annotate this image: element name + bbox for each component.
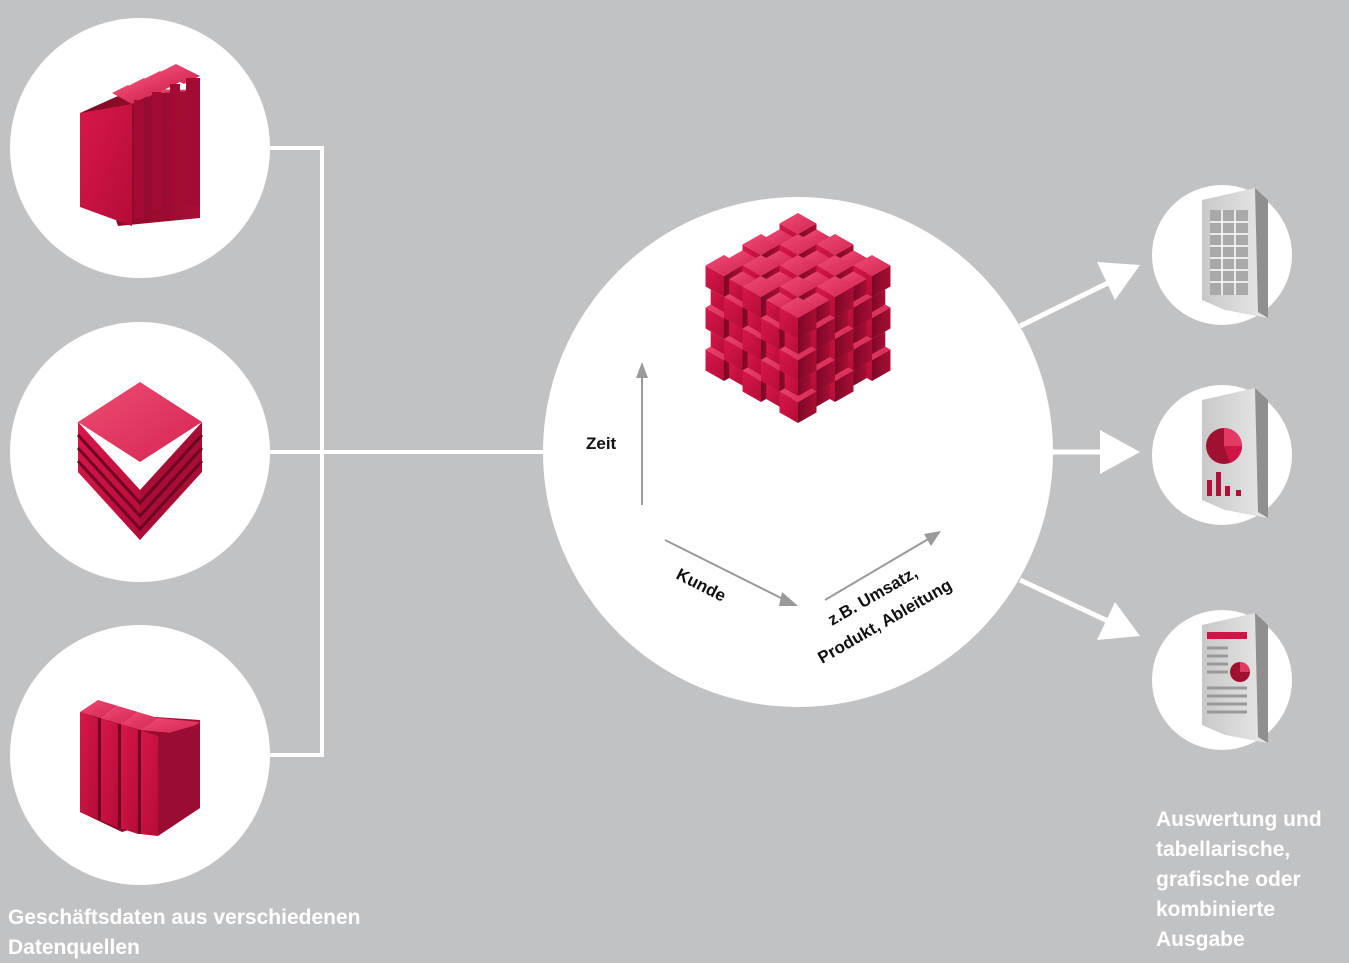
- cube-axes: [636, 362, 941, 606]
- cube-cell: [779, 297, 817, 339]
- output-arrows: [1018, 262, 1140, 640]
- data-cube-icon: [705, 213, 891, 423]
- output-circle-2: [1152, 385, 1292, 525]
- source-circle-1: [10, 18, 270, 278]
- sources-caption: Geschäftsdaten aus verschiedenen Datenqu…: [8, 906, 361, 959]
- output-circle-3: [1152, 610, 1292, 750]
- report-document-icon: [1202, 613, 1268, 743]
- source-connectors: [265, 146, 548, 757]
- stacked-layers-cube-icon: [76, 382, 204, 540]
- source-circle-2: [10, 322, 270, 582]
- table-document-icon: [1202, 188, 1268, 318]
- cube-circle: [543, 197, 1053, 707]
- source-circle-3: [10, 625, 270, 885]
- outputs-caption: Auswertung und tabellarische, grafische …: [1156, 808, 1322, 951]
- chart-document-icon: [1202, 388, 1268, 518]
- vertical-slices-cube-icon: [80, 64, 200, 226]
- output-circle-1: [1152, 185, 1292, 325]
- vertical-slices-cube-icon: [80, 700, 200, 836]
- axis-label-time: Zeit: [586, 434, 617, 453]
